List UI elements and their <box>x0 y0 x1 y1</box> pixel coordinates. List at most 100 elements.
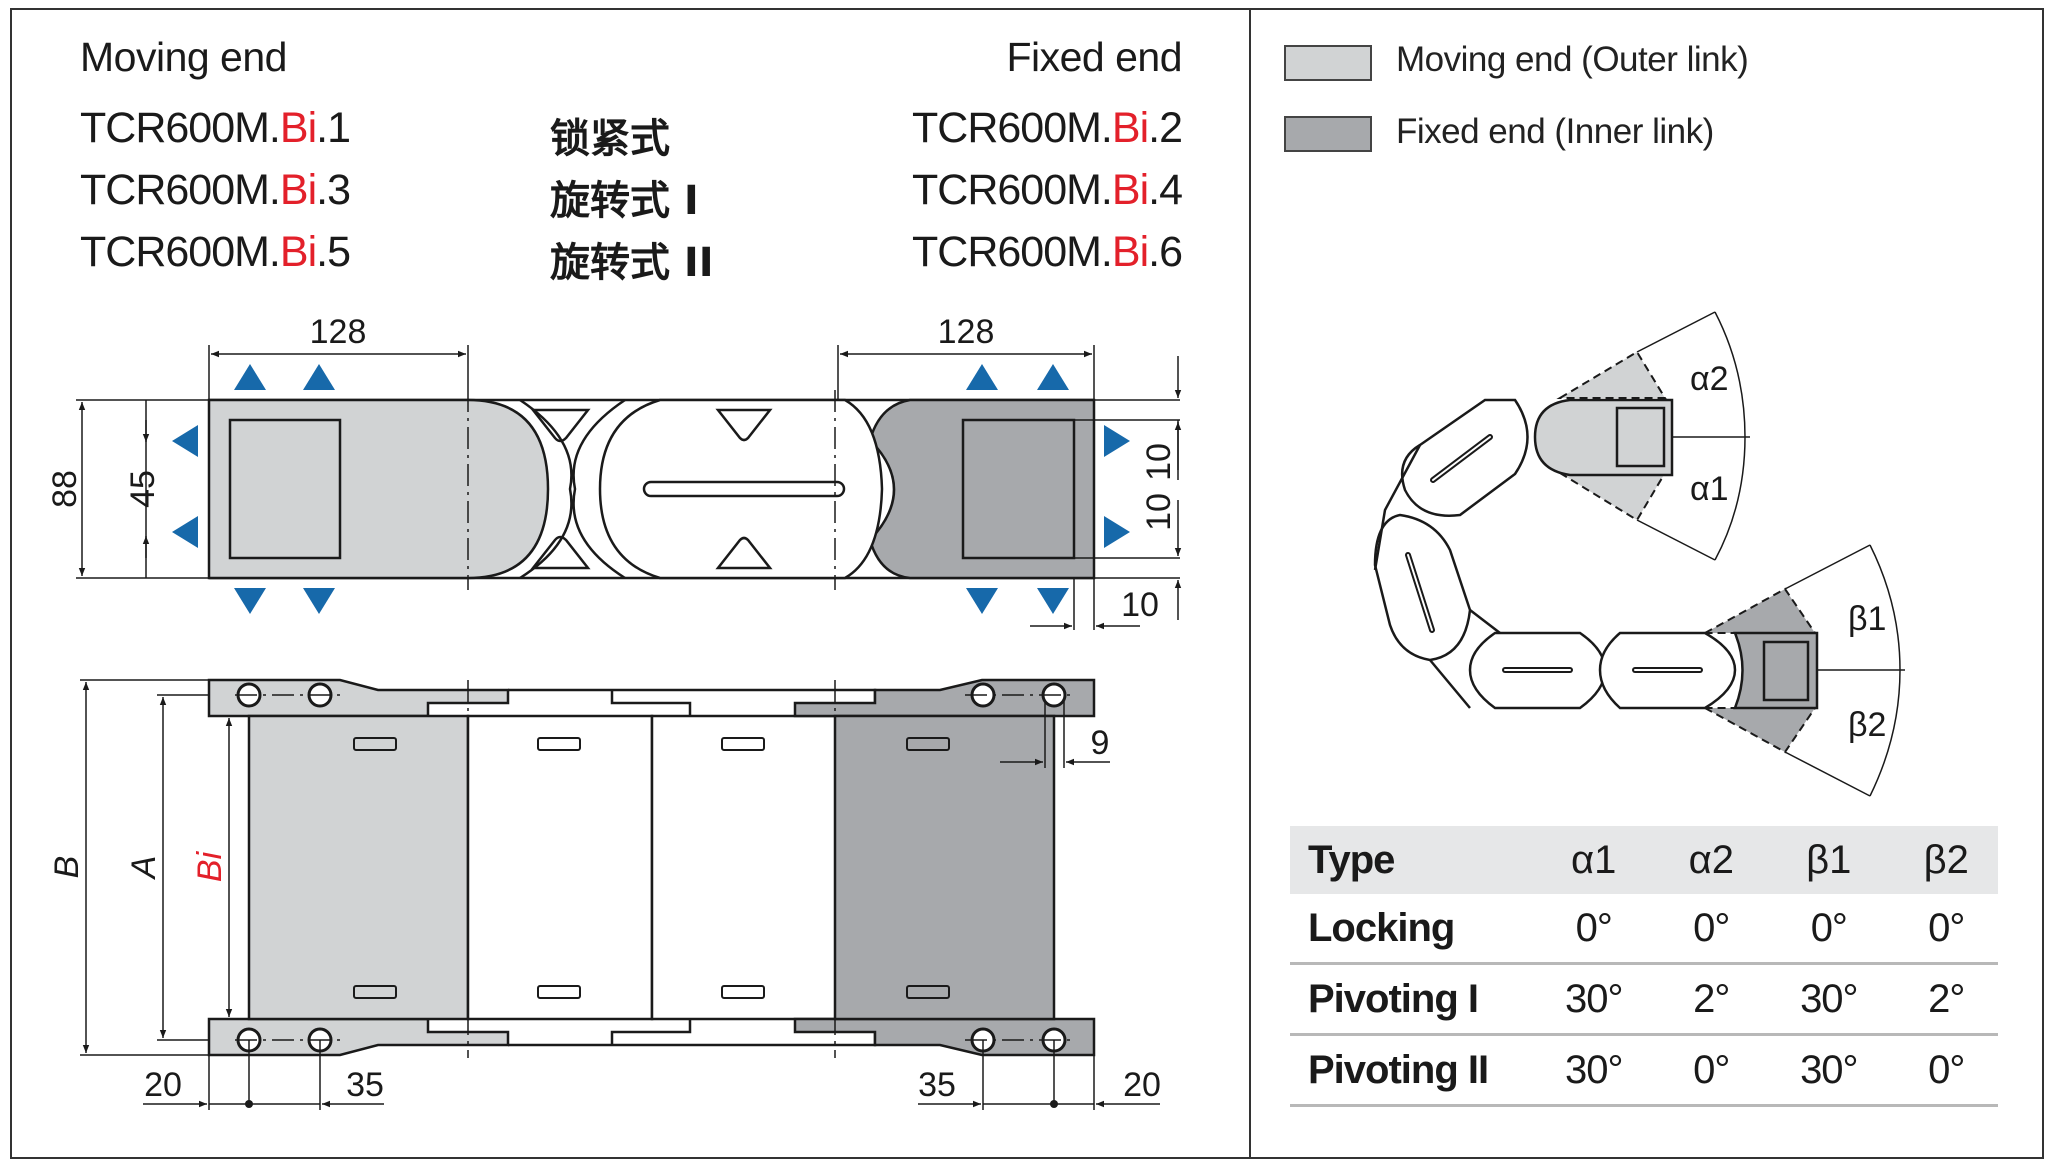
row-type: Pivoting II <box>1308 1047 1489 1092</box>
model-suffix: .3 <box>316 166 351 214</box>
arrow-right-icon <box>1104 516 1130 548</box>
dim-left-edge: 20 <box>144 1066 182 1104</box>
dim-offset-bottom: 10 <box>1121 586 1159 624</box>
moving-end-title: Moving end <box>80 34 287 80</box>
type-label-cn: 旋转式 I <box>550 178 699 224</box>
cell-value: 30° <box>1564 976 1624 1021</box>
model-prefix: TCR600M. <box>80 104 281 152</box>
column-header: β1 <box>1806 837 1852 882</box>
dim-origin-dot <box>245 1100 253 1108</box>
arrow-left-icon <box>172 425 198 457</box>
model-suffix: .6 <box>1148 228 1183 276</box>
link-triangle-bottom <box>715 536 773 570</box>
intermediate-link <box>466 714 654 1021</box>
cell-value: 0° <box>1810 905 1848 950</box>
legend-swatch-moving <box>1284 45 1372 81</box>
type-label-cn: 旋转式 II <box>550 240 714 286</box>
dim-origin-dot <box>1050 1100 1058 1108</box>
legend-swatch-fixed <box>1284 116 1372 152</box>
table-header-row: Type α1 α2 β1 β2 <box>1290 826 1998 894</box>
model-variable: Bi <box>279 166 317 214</box>
legend-label-moving: Moving end (Outer link) <box>1396 40 1749 79</box>
mounting-direction-arrows <box>172 364 1130 614</box>
dim-left-spacing: 35 <box>346 1066 384 1104</box>
moving-model-code: TCR600M.Bi.5 <box>80 228 351 277</box>
fixed-model-code: TCR600M.Bi.2 <box>912 104 1183 153</box>
cell-value: 30° <box>1800 976 1859 1021</box>
row-type: Locking <box>1308 905 1455 950</box>
cell-value: 30° <box>1800 1047 1859 1092</box>
arrow-up-icon <box>303 364 335 390</box>
model-suffix: .5 <box>316 228 351 276</box>
model-prefix: TCR600M. <box>80 166 281 214</box>
link-triangle-top <box>715 408 773 442</box>
cell-value: 30° <box>1564 1047 1624 1092</box>
dim-moving-length: 128 <box>310 313 367 351</box>
cell-value: 0° <box>1693 905 1730 950</box>
model-variable: Bi <box>279 104 317 152</box>
fixed-end-plate <box>833 714 1056 1021</box>
dim-right-edge: 20 <box>1123 1066 1161 1104</box>
arrow-right-icon <box>1104 425 1130 457</box>
column-header: β2 <box>1923 837 1969 882</box>
dim-height-total: 88 <box>46 470 84 508</box>
bottom-view-dimensions <box>80 679 1160 1110</box>
dim-right-spacing: 35 <box>918 1066 956 1104</box>
bottom-view <box>207 678 1096 1058</box>
table-row: Pivoting II 30° 0° 30° 0° <box>1290 1035 1998 1106</box>
model-prefix: TCR600M. <box>912 166 1113 214</box>
arrow-up-icon <box>234 364 266 390</box>
top-view-dimensions <box>76 345 1182 630</box>
cell-value: 0° <box>1575 905 1613 950</box>
moving-end-cutout <box>228 418 342 560</box>
dim-A: A <box>125 856 163 881</box>
technical-drawing: 128 128 88 45 10 10 10 <box>46 313 1182 1110</box>
dim-height-inner: 45 <box>124 470 162 508</box>
joint-triangle-bottom <box>530 535 591 570</box>
model-variable: Bi <box>1111 166 1149 214</box>
top-view <box>207 390 1096 590</box>
row-type: Pivoting I <box>1308 976 1479 1021</box>
intermediate-link <box>650 714 838 1021</box>
legend-label-fixed: Fixed end (Inner link) <box>1396 112 1714 151</box>
cell-value: 2° <box>1693 976 1730 1021</box>
arrow-down-icon <box>1037 588 1069 614</box>
dim-hole: 9 <box>1091 724 1110 762</box>
dim-offset-right-1: 10 <box>1140 443 1178 481</box>
fixed-end-cutout <box>961 418 1076 560</box>
column-header: α2 <box>1688 837 1734 882</box>
arrow-down-icon <box>966 588 998 614</box>
joint-triangle-top <box>530 408 591 443</box>
model-prefix: TCR600M. <box>912 228 1113 276</box>
chain-link-joint <box>519 398 626 580</box>
panel-divider <box>1249 8 1251 1159</box>
fixed-end-title: Fixed end <box>1006 34 1182 80</box>
column-header: Type <box>1308 837 1395 882</box>
dim-offset-right-2: 10 <box>1140 493 1178 531</box>
page-frame <box>10 8 2044 1159</box>
column-header: α1 <box>1571 837 1617 882</box>
moving-model-code: TCR600M.Bi.3 <box>80 166 351 215</box>
link-slot <box>642 480 846 498</box>
cell-value: 0° <box>1928 905 1965 950</box>
model-suffix: .2 <box>1148 104 1183 152</box>
model-variable: Bi <box>279 228 317 276</box>
dim-B: B <box>48 856 86 879</box>
cell-value: 0° <box>1928 1047 1965 1092</box>
dim-Bi: Bi <box>191 850 229 882</box>
model-prefix: TCR600M. <box>912 104 1113 152</box>
table-row: Locking 0° 0° 0° 0° <box>1290 894 1998 964</box>
moving-end-plate <box>247 714 470 1021</box>
arrow-up-icon <box>1037 364 1069 390</box>
model-variable: Bi <box>1111 104 1149 152</box>
arrow-down-icon <box>234 588 266 614</box>
arrow-left-icon <box>172 516 198 548</box>
fixed-model-code: TCR600M.Bi.4 <box>912 166 1183 215</box>
cell-value: 0° <box>1693 1047 1730 1092</box>
model-suffix: .1 <box>316 104 351 152</box>
dim-fixed-length: 128 <box>938 313 995 351</box>
angles-table: Type α1 α2 β1 β2 Locking 0° 0° 0° 0° Piv… <box>1290 826 1998 1107</box>
model-prefix: TCR600M. <box>80 228 281 276</box>
model-variable: Bi <box>1111 228 1149 276</box>
cell-value: 2° <box>1928 976 1965 1021</box>
